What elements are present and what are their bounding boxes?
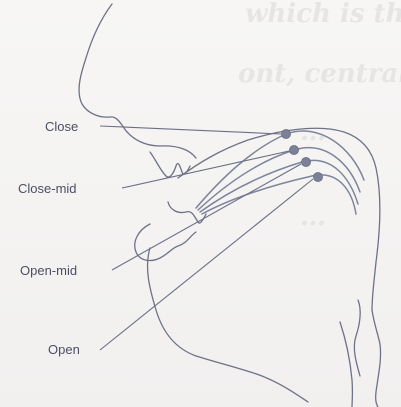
face-profile-outline <box>79 4 196 158</box>
jaw-outline <box>135 224 196 260</box>
ghost-text-line-1: which is the highest <box>245 0 401 29</box>
epiglottis-outline <box>354 300 360 376</box>
label-close-mid: Close-mid <box>18 181 77 196</box>
pharynx-outline <box>372 310 381 407</box>
label-close: Close <box>45 119 78 134</box>
vowel-height-labels: Close Close-mid Open-mid Open <box>18 119 80 357</box>
dot-close-mid <box>289 145 298 154</box>
chin-outline <box>148 248 308 402</box>
background-bleed-text: which is the highest ont, central or bac… <box>238 0 401 232</box>
label-open: Open <box>48 342 80 357</box>
tongue-arc-open <box>202 175 356 214</box>
ghost-text-line-4: … <box>300 202 326 232</box>
ghost-text-line-2: ont, central or back <box>238 59 401 89</box>
leader-line-close-mid <box>122 151 289 188</box>
dot-open-mid <box>301 157 310 166</box>
dot-open <box>313 172 322 181</box>
leader-line-open-mid <box>112 164 301 270</box>
throat-front-outline <box>340 322 352 407</box>
tongue-position-arcs <box>196 131 364 214</box>
dot-close <box>281 129 290 138</box>
label-open-mid: Open-mid <box>20 263 77 278</box>
leader-line-open <box>100 179 313 350</box>
